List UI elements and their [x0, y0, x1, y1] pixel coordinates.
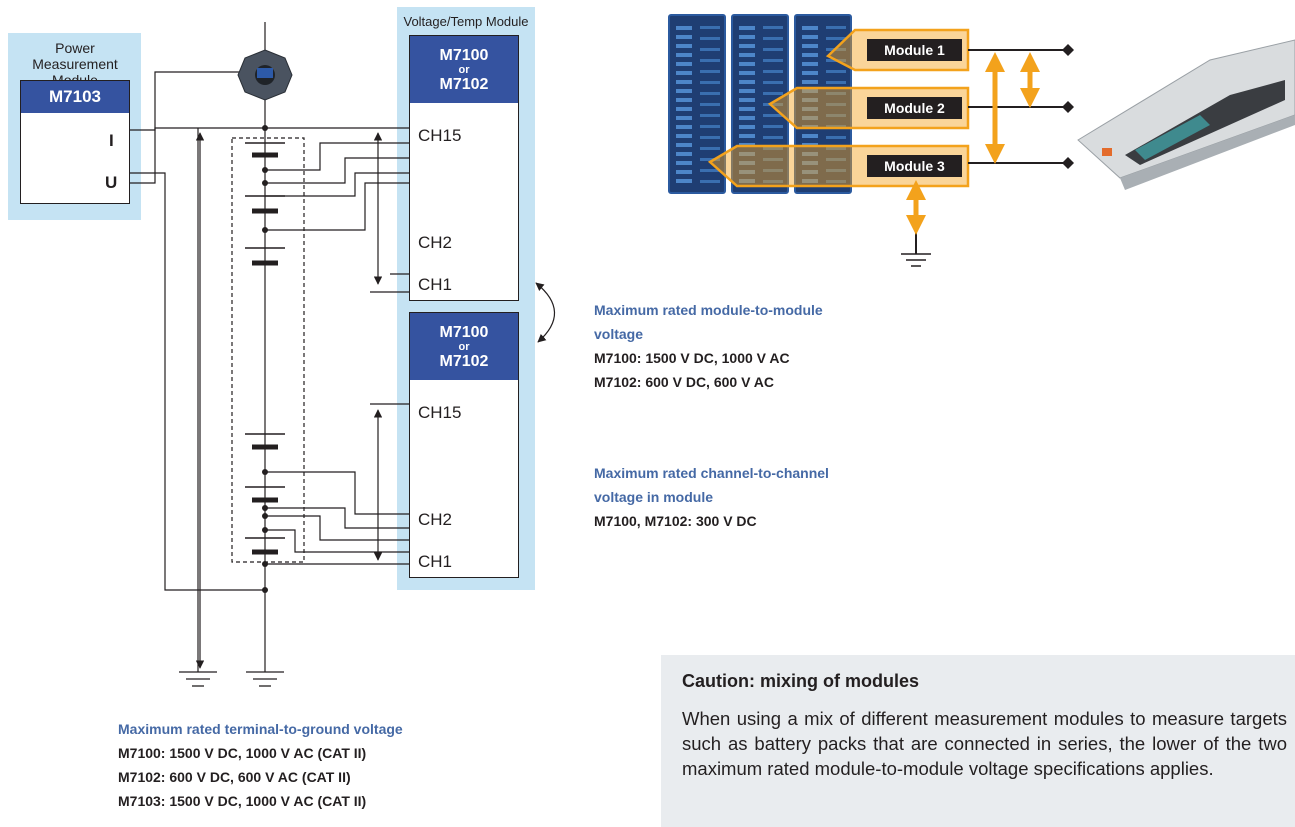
- upper-ch2: CH2: [418, 233, 453, 252]
- sensor-lead-wire: [130, 71, 245, 131]
- lower-module-box: M7100 or M7102 CH15 CH2 CH1: [409, 312, 519, 578]
- current-terminal-label: I: [109, 131, 114, 150]
- spec-ctc-title-1: Maximum rated channel-to-channel: [594, 465, 829, 481]
- module-photo-1: [668, 14, 726, 194]
- ground-symbol-left: [179, 671, 217, 687]
- spec-mtm-line-2: M7102: 600 V DC, 600 V AC: [594, 374, 775, 390]
- ground-symbol-right: [246, 671, 284, 687]
- spec-ttg-line-3: M7103: 1500 V DC, 1000 V AC (CAT II): [118, 793, 367, 809]
- upper-wire-1: [265, 142, 409, 171]
- upper-or: or: [458, 64, 470, 76]
- spec-module-to-module: Maximum rated module-to-module voltage M…: [594, 298, 823, 394]
- lower-wire-2: [265, 507, 409, 529]
- spec-ctc-line-1: M7100, M7102: 300 V DC: [594, 513, 757, 529]
- spec-ttg-line-1: M7100: 1500 V DC, 1000 V AC (CAT II): [118, 745, 367, 761]
- module-to-module-arrow: [535, 282, 555, 343]
- module-2-terminal: [1062, 101, 1074, 113]
- lower-ch15: CH15: [418, 403, 462, 422]
- spec-channel-to-channel: Maximum rated channel-to-channel voltage…: [594, 461, 829, 533]
- spec-mtm-title-1: Maximum rated module-to-module: [594, 302, 823, 318]
- lower-wire-3: [265, 515, 409, 541]
- power-module-model: M7103: [21, 81, 129, 113]
- module-3-terminal: [1062, 157, 1074, 169]
- upper-ch1: CH1: [418, 275, 453, 294]
- caution-body: When using a mix of different measuremen…: [682, 708, 1287, 779]
- u-wire-b: [130, 127, 265, 184]
- u-wire-a: [130, 172, 265, 591]
- lower-wire-4: [265, 529, 409, 553]
- power-module-box: M7103 I U: [20, 80, 130, 204]
- lower-ch2: CH2: [418, 510, 453, 529]
- module-1-label: Module 1: [867, 39, 962, 61]
- module-3-label: Module 3: [867, 155, 962, 177]
- lower-or: or: [458, 341, 470, 353]
- battery-cells: [245, 142, 285, 555]
- spec-ttg-line-2: M7102: 600 V DC, 600 V AC (CAT II): [118, 769, 351, 785]
- caution-title: Caution: mixing of modules: [682, 671, 919, 691]
- spec-ttg-title: Maximum rated terminal-to-ground voltage: [118, 721, 403, 737]
- spec-terminal-to-ground: Maximum rated terminal-to-ground voltage…: [118, 717, 403, 813]
- upper-ch15: CH15: [418, 126, 462, 145]
- battery-pack-icon: [1077, 39, 1295, 190]
- module-1-terminal: [1062, 44, 1074, 56]
- module-2-label: Module 2: [867, 97, 962, 119]
- photo-overlay: [707, 28, 1295, 267]
- lower-model-b: M7102: [439, 353, 489, 370]
- lower-module-header: M7100 or M7102: [410, 313, 518, 380]
- junction-dots: [262, 125, 268, 593]
- spec-ctc-title-2: voltage in module: [594, 489, 714, 505]
- current-sensor-icon: [237, 49, 293, 101]
- battery-pack-outline: [231, 137, 305, 563]
- upper-module-header: M7100 or M7102: [410, 36, 518, 103]
- upper-model-b: M7102: [439, 76, 489, 93]
- voltage-temp-module-title: Voltage/Temp Module: [403, 14, 529, 29]
- caution-box: Caution: mixing of modules When using a …: [661, 655, 1295, 827]
- voltage-terminal-label: U: [105, 173, 118, 192]
- upper-model-a: M7100: [439, 47, 489, 64]
- upper-module-box: M7100 or M7102 CH15 CH2 CH1: [409, 35, 519, 301]
- lower-model-a: M7100: [439, 324, 489, 341]
- spec-mtm-line-1: M7100: 1500 V DC, 1000 V AC: [594, 350, 790, 366]
- spec-mtm-title-2: voltage: [594, 326, 644, 342]
- upper-wire-4: [265, 182, 409, 231]
- lower-ch1: CH1: [418, 552, 453, 571]
- wiring-diagram: [130, 22, 555, 687]
